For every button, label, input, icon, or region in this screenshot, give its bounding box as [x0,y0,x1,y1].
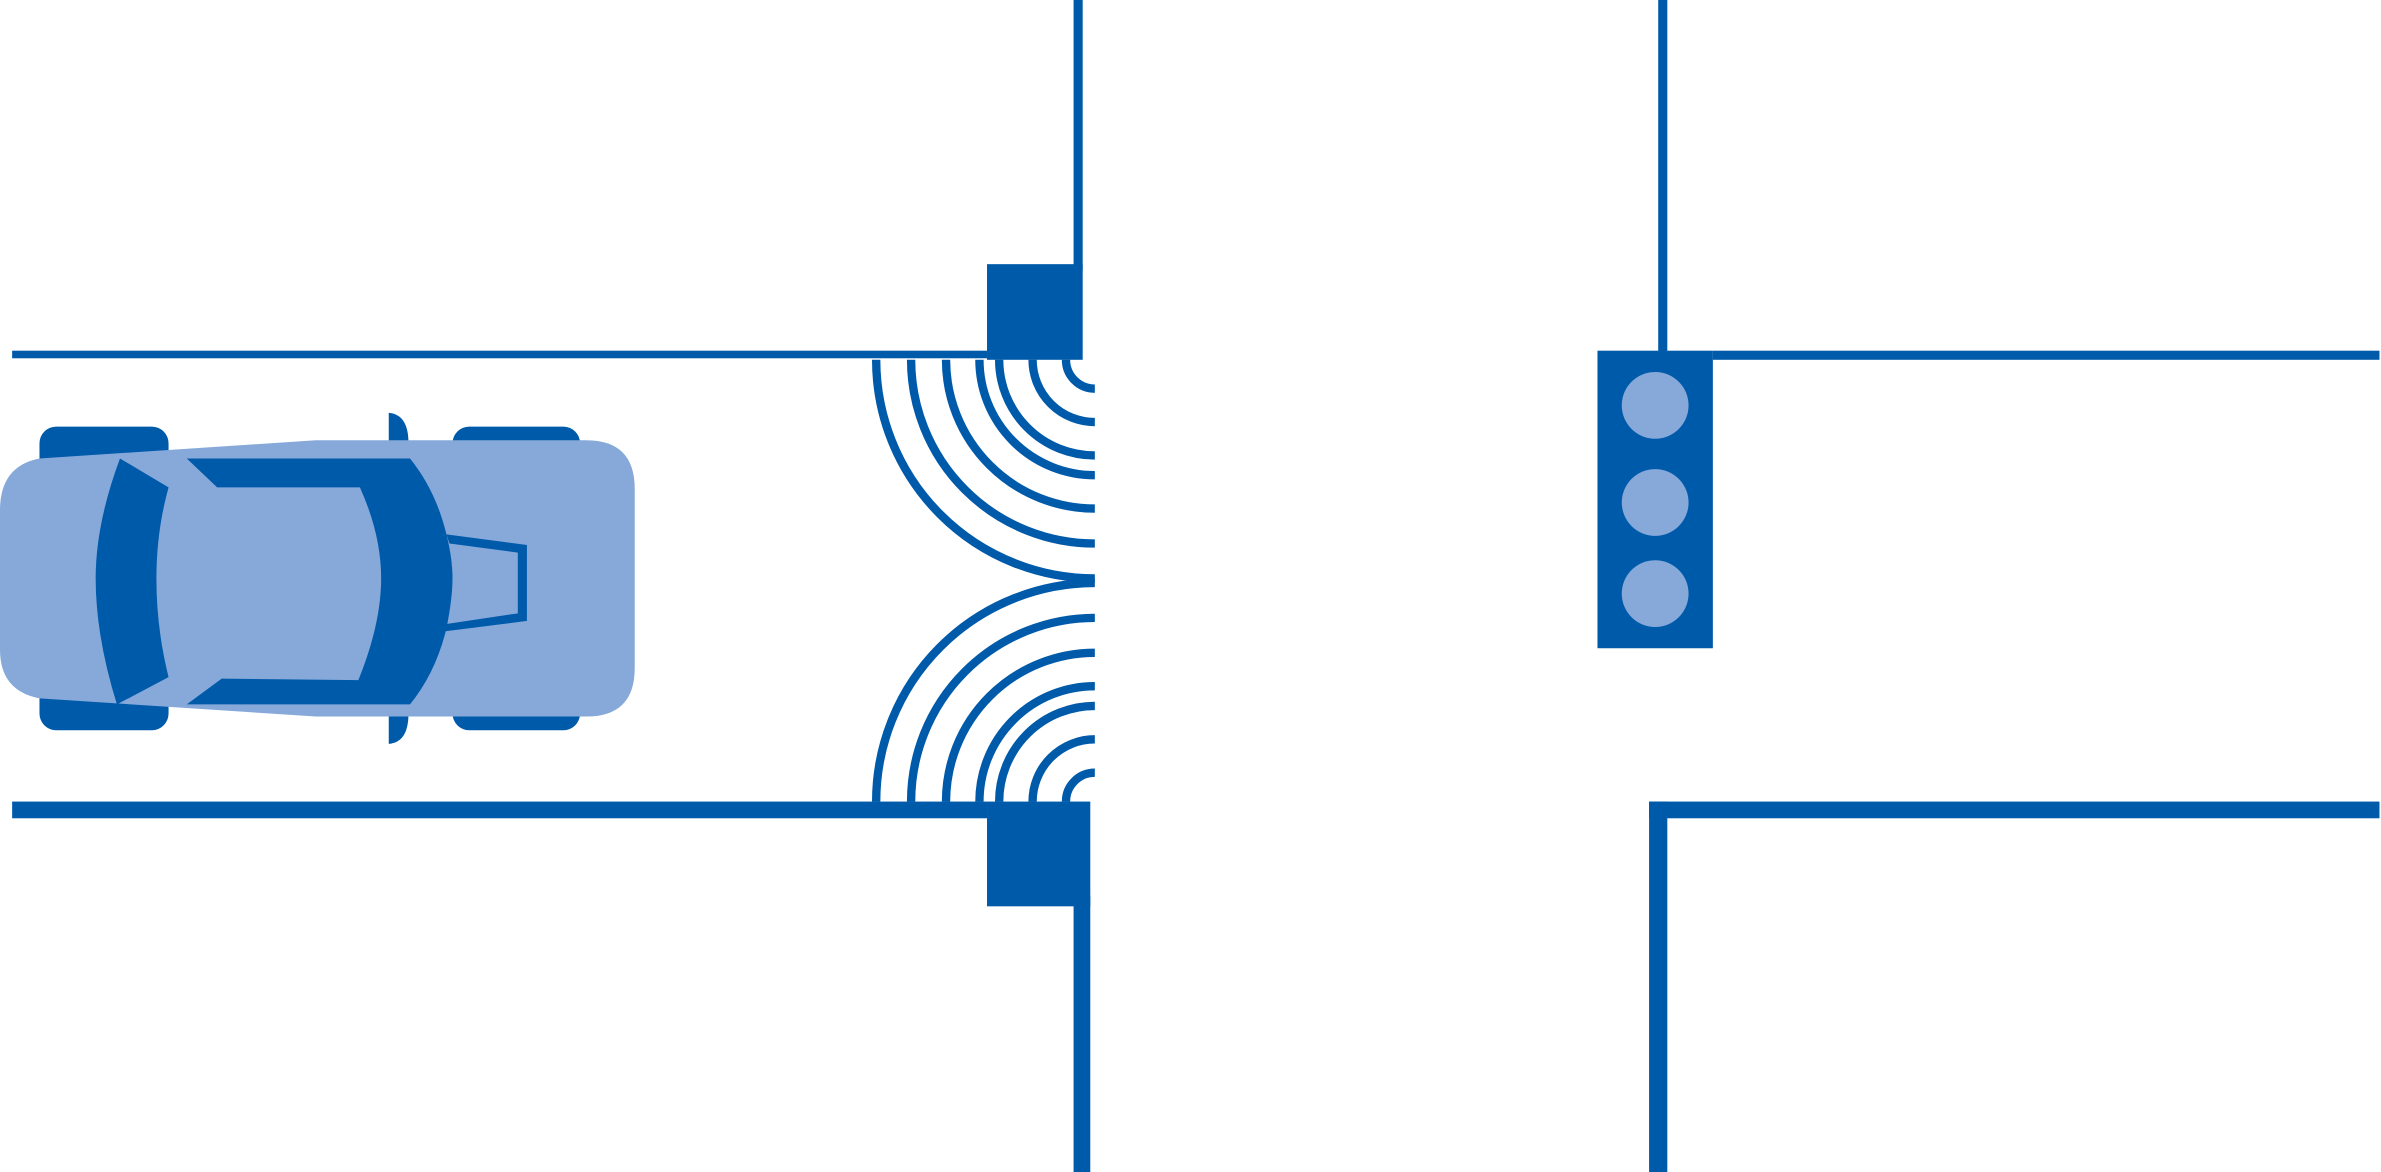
traffic-light [1597,350,1713,649]
signal-wave-arc [906,359,1095,548]
right-road-bottom-edge [1649,801,2380,819]
car [0,412,635,744]
sensor-block-upper [987,264,1083,360]
lower-left-vertical-edge [1073,895,1091,1172]
signal-wave-arc [941,359,1095,513]
signal-wave-arc [994,359,1095,460]
signal-wave-arc [871,359,1095,583]
traffic-light-lamp-bottom [1621,560,1689,627]
signal-wave-arc [994,701,1095,802]
lower-right-vertical-edge [1649,801,1668,1172]
car-mirror-right [388,713,409,744]
traffic-light-lamp-middle [1621,469,1689,536]
car-hood-detail [443,534,527,632]
car-mirror-left [388,412,409,444]
signal-wave-arc [1028,359,1095,427]
sensor-block-lower [987,801,1091,907]
upper-signal-waves [871,359,1096,583]
signal-wave-arc [906,613,1095,802]
sensor-signal-waves [871,359,1096,802]
signal-wave-arc [871,578,1095,802]
sensor-housing [987,264,1091,907]
signal-wave-arc [1061,768,1096,802]
car-front-window [186,458,453,705]
left-road-top-edge [12,350,988,359]
signal-wave-arc [975,359,1095,480]
signal-wave-arc [1028,735,1095,802]
signal-wave-arc [975,682,1095,802]
signal-wave-arc [1061,359,1096,393]
lower-signal-waves [871,578,1096,802]
road-outline [12,0,2380,1172]
left-road-bottom-edge [12,801,988,819]
upper-right-vertical-edge [1658,0,1668,356]
signal-wave-arc [941,648,1095,802]
car-rear-window [95,458,169,705]
traffic-light-lamp-top [1621,371,1689,439]
right-road-top-edge [1712,350,2380,360]
upper-left-vertical-edge [1073,0,1083,271]
